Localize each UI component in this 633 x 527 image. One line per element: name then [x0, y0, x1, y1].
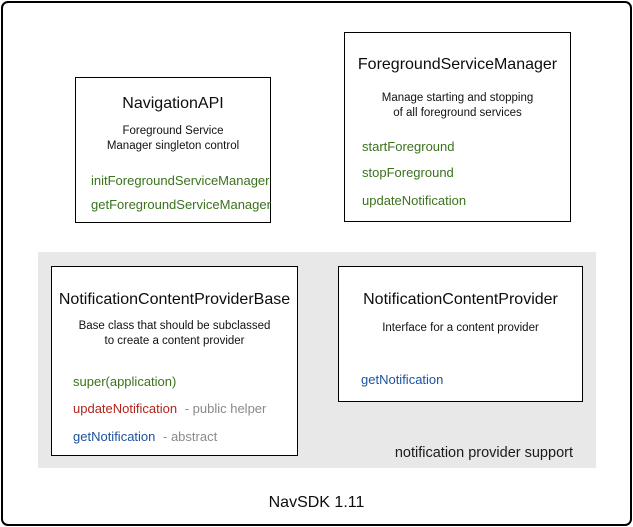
- method-updatenotification-fsm: updateNotification: [362, 193, 467, 208]
- method-initforegroundservicemanager: initForegroundServiceManager: [91, 173, 270, 188]
- description-line: to create a content provider: [104, 335, 245, 347]
- class-title-notification-content-provider-base: NotificationContentProviderBase: [58, 291, 291, 308]
- description-line: Manage starting and stopping: [381, 92, 534, 104]
- class-description-navigation-api: Foreground Service Manager singleton con…: [76, 124, 270, 154]
- class-title-notification-content-provider: NotificationContentProvider: [363, 291, 558, 308]
- class-box-navigation-api: NavigationAPI Foreground Service Manager…: [75, 77, 271, 223]
- method-annotation: - public helper: [184, 401, 267, 416]
- description-line: Base class that should be subclassed: [78, 320, 271, 332]
- class-title-foreground-service-manager: ForegroundServiceManager: [357, 56, 558, 73]
- method-startforeground: startForeground: [362, 139, 455, 154]
- method-annotation: - abstract: [163, 429, 218, 444]
- method-getnotification-ncp: getNotification: [361, 372, 444, 387]
- class-description-notification-content-provider-base: Base class that should be subclassed to …: [52, 319, 297, 349]
- footer-version-label: NavSDK 1.11: [268, 494, 365, 511]
- class-title-navigation-api: NavigationAPI: [122, 95, 224, 112]
- description-line: Manager singleton control: [106, 140, 240, 152]
- class-box-foreground-service-manager: ForegroundServiceManager Manage starting…: [344, 32, 571, 222]
- description-line: Foreground Service: [122, 125, 224, 137]
- method-name: super(application): [73, 374, 177, 389]
- method-super-application: super(application): [73, 374, 176, 389]
- class-description-foreground-service-manager: Manage starting and stopping of all fore…: [345, 91, 570, 121]
- description-line: of all foreground services: [393, 107, 522, 119]
- description-line: Interface for a content provider: [382, 322, 539, 334]
- panel-label-notification-provider-support: notification provider support: [394, 445, 573, 461]
- method-stopforeground: stopForeground: [362, 165, 454, 180]
- method-getforegroundservicemanager: getForegroundServiceManager: [91, 197, 271, 212]
- method-name: getNotification: [73, 429, 156, 444]
- method-getnotification-ncpb: getNotification - abstract: [73, 429, 217, 444]
- class-box-notification-content-provider: NotificationContentProvider Interface fo…: [338, 266, 583, 402]
- method-name: updateNotification: [73, 401, 178, 416]
- class-description-notification-content-provider: Interface for a content provider: [339, 321, 582, 336]
- class-box-notification-content-provider-base: NotificationContentProviderBase Base cla…: [51, 266, 298, 456]
- method-updatenotification-ncpb: updateNotification - public helper: [73, 401, 266, 416]
